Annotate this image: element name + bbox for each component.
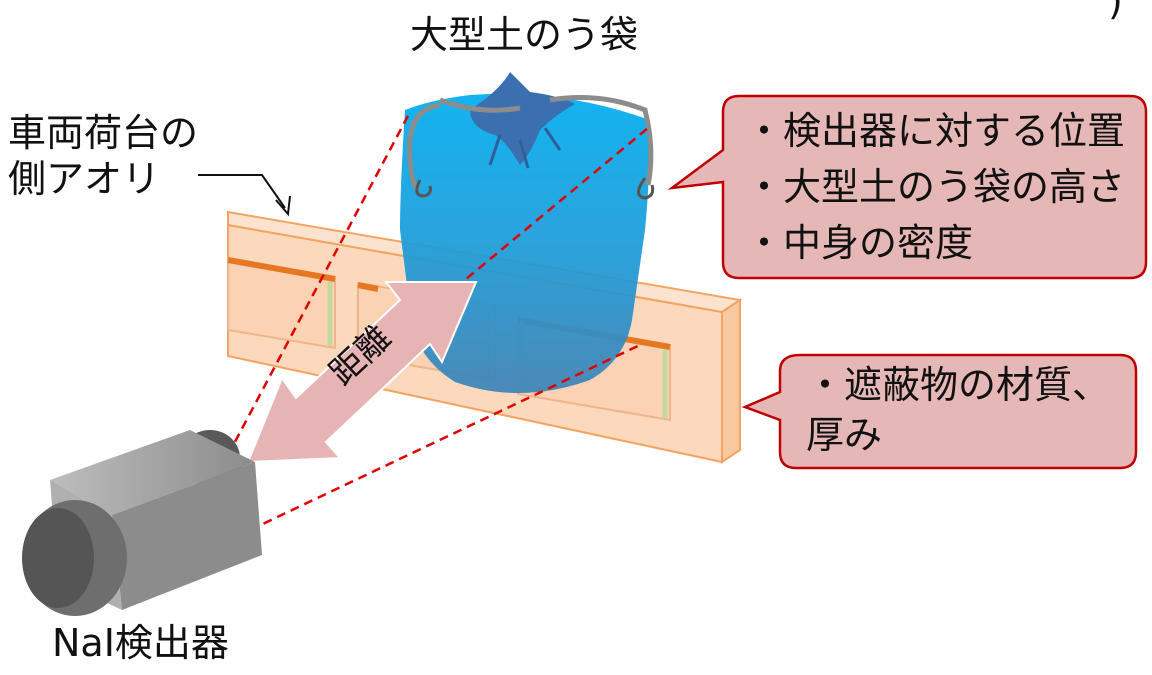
sandbag-label: 大型土のう袋 bbox=[410, 13, 639, 57]
tailgate-pointer-head bbox=[275, 195, 291, 217]
detector-label: NaI検出器 bbox=[52, 621, 229, 665]
corner-fragment: ) bbox=[1108, 0, 1123, 23]
detector-front-side bbox=[112, 462, 262, 610]
sandbag-handle-right bbox=[549, 95, 654, 186]
detector-field-of-view bbox=[226, 111, 649, 532]
sandbag-handle-left bbox=[406, 97, 521, 192]
tailgate-label-line2: 側アオリ bbox=[8, 157, 161, 201]
callout-bag-factors bbox=[667, 94, 1148, 280]
sandbag-illustration bbox=[400, 72, 655, 394]
callout-bag-item-1: ・検出器に対する位置 bbox=[745, 109, 1126, 153]
sandbag-tie-folds bbox=[488, 127, 562, 169]
tailgate-slot-left-edge bbox=[227, 257, 336, 282]
tailgate-slot-middle-edge bbox=[357, 282, 379, 292]
tailgate-pointer bbox=[198, 174, 286, 209]
ray-upper-left bbox=[226, 111, 412, 456]
sandbag-hook-left bbox=[415, 179, 432, 198]
detector-top bbox=[50, 430, 255, 515]
nai-detector-illustration bbox=[22, 430, 262, 616]
callout-shield-factors bbox=[741, 353, 1138, 470]
sandbag-hook-right bbox=[637, 177, 655, 200]
detector-lens-face bbox=[22, 508, 94, 608]
ray-lower bbox=[249, 343, 641, 532]
callout-bag-item-3: ・中身の密度 bbox=[745, 221, 974, 265]
sandbag-body bbox=[400, 93, 650, 394]
tailgate-side-edge bbox=[721, 298, 741, 464]
sandbag-tie-knot bbox=[470, 72, 575, 165]
callout-shield-line-1: ・遮蔽物の材質、 bbox=[806, 363, 1111, 407]
tailgate-label-line1: 車両荷台の bbox=[8, 111, 199, 155]
callout-bag-item-2: ・大型土のう袋の高さ bbox=[745, 165, 1126, 209]
callout-shield-line-2: 厚み bbox=[806, 413, 883, 457]
distance-arrow bbox=[246, 281, 478, 464]
